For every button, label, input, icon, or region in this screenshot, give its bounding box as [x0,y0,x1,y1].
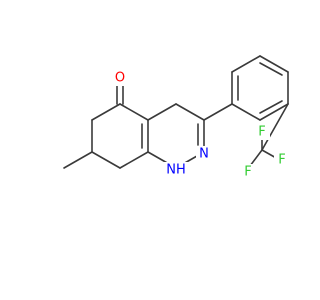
fluorine-label-right: F [278,153,285,168]
bond-ph5-cf3 [261,103,289,151]
bond-ph2-ph3 [231,55,261,73]
fluorine-label-top: F [258,125,265,140]
nitrogen-label: N [199,147,209,162]
molecule-structure: O N NH F F F [63,55,290,180]
bond-c-f-bottom [249,149,263,167]
bond-c3-phenyl [203,103,233,121]
bond-ph5-ph6 [259,103,289,121]
phenyl-ring [203,55,289,121]
bond-c5-c6 [91,103,121,121]
nh-label: NH [166,163,186,178]
oxygen-label: O [115,71,125,86]
bond-ph3-ph4 [259,55,289,73]
pyridazine-ring [147,103,205,169]
bond-c8-c8a [119,151,149,169]
bond-c7-c8 [91,151,121,169]
cyclohexanone-ring [63,79,149,169]
bond-ph3-ph4-inner [259,62,283,76]
bond-methyl [63,151,93,169]
fluorine-label-bottom: F [244,165,251,180]
bond-c4a-c4 [147,103,177,121]
bond-ph5-ph6-inner [259,100,283,114]
bond-ph6-ph1 [231,103,261,121]
bond-c4-c3 [175,103,205,121]
bond-c4a-c5 [119,103,149,121]
